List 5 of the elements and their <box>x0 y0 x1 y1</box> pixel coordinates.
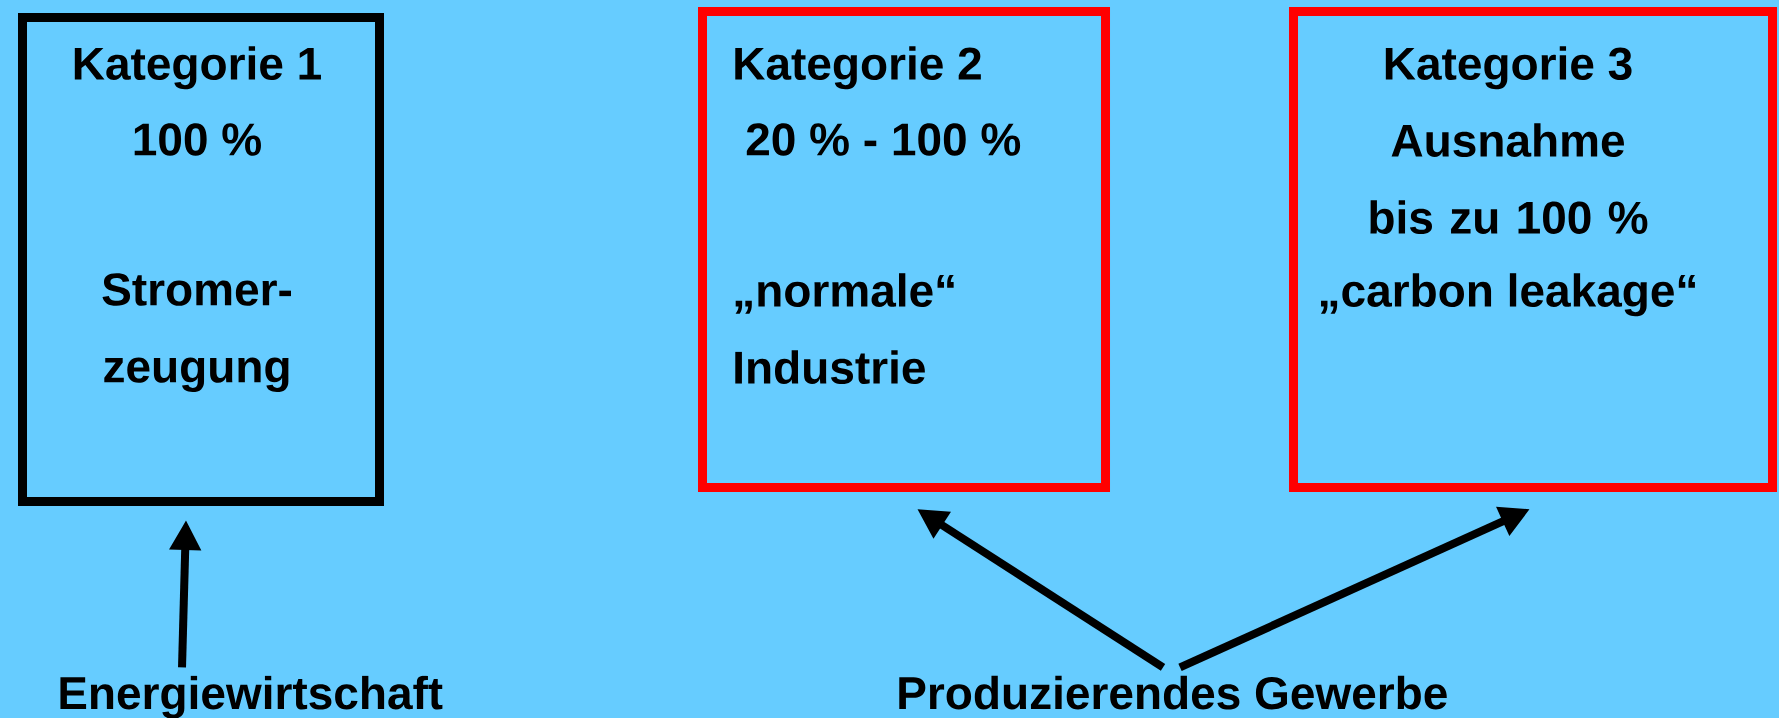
category-box: Kategorie 3 Ausnahme bis zu 100 % „carbon leakage“ <box>1289 7 1777 492</box>
sector-label: Produzierendes Gewerbe <box>899 675 1447 710</box>
category-box: Kategorie 2 20 % - 100 % „normale“ Industrie <box>698 7 1110 492</box>
category-box: Kategorie 1 100 % Stromer- zeugung <box>18 13 384 506</box>
sector-label: Energiewirtschaft <box>60 675 443 718</box>
